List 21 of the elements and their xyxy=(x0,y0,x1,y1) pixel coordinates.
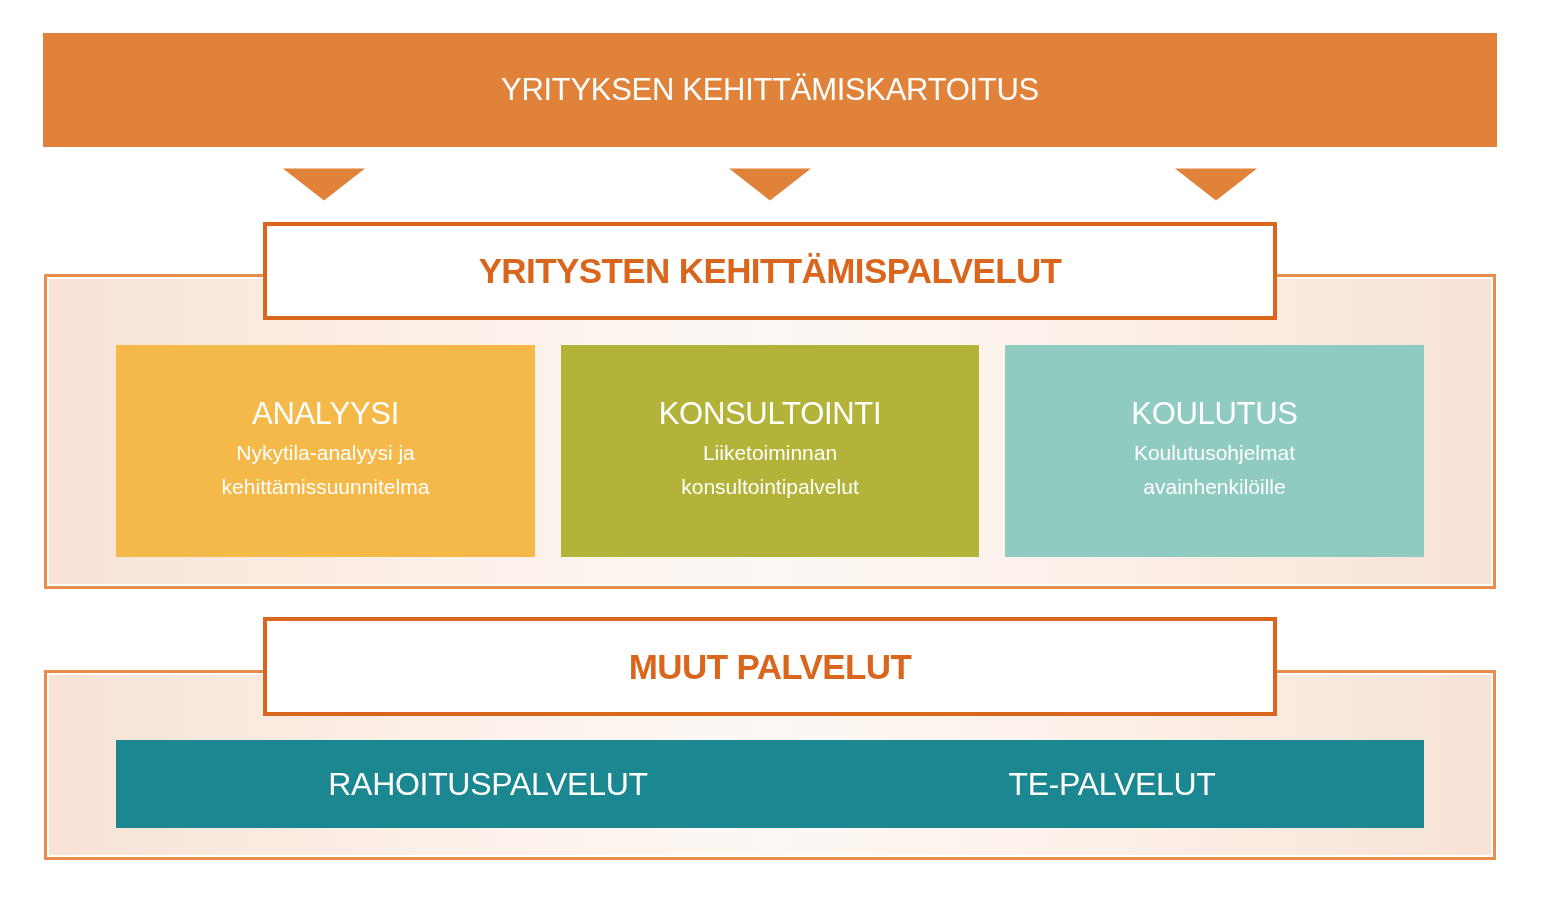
header-banner xyxy=(43,33,1497,147)
section-title: MUUT PALVELUT xyxy=(628,646,912,687)
tile-title: ANALYYSI xyxy=(252,394,399,432)
chevron-arrow xyxy=(283,168,365,201)
service-band xyxy=(116,740,1424,828)
tile-description: Liiketoiminnan konsultointipalvelut xyxy=(680,440,860,500)
group-panel xyxy=(44,617,1496,860)
tile-title: KOULUTUS xyxy=(1131,394,1298,432)
tile-description: Nykytila-analyysi ja kehittämissuunnitelma xyxy=(220,440,431,500)
service-tile xyxy=(1005,345,1424,557)
tile-description: Koulutusohjelmat avainhenkilöille xyxy=(1132,440,1297,500)
chevron-arrow xyxy=(1175,168,1257,201)
service-label: RAHOITUSPALVELUT xyxy=(328,765,648,803)
service-tile xyxy=(116,345,535,557)
service-tile xyxy=(561,345,979,557)
service-label: TE-PALVELUT xyxy=(1008,765,1216,803)
tile-title: KONSULTOINTI xyxy=(658,394,882,432)
group-panel xyxy=(44,222,1496,589)
section-title: YRITYSTEN KEHITTÄMISPALVELUT xyxy=(478,251,1062,291)
banner-title: YRITYKSEN KEHITTÄMISKARTOITUS xyxy=(501,72,1039,108)
chevron-arrow xyxy=(729,168,811,201)
